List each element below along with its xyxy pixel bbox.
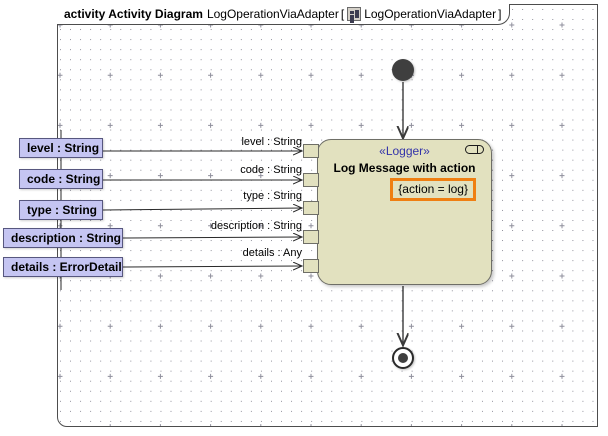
input-pin-type[interactable]	[303, 201, 319, 215]
param-box-details[interactable]: details : ErrorDetail	[3, 257, 123, 277]
activity-stereotype: «Logger»	[379, 144, 430, 158]
frame-diagram-name: LogOperationViaAdapter	[206, 7, 339, 21]
edge-label-type: type : String	[243, 190, 302, 202]
edge-label-description: description : String	[210, 220, 302, 232]
input-pin-details[interactable]	[303, 259, 319, 273]
initial-node[interactable]	[392, 59, 414, 81]
activity-name: Log Message with action	[333, 161, 476, 175]
input-pin-level[interactable]	[303, 144, 319, 158]
param-box-level[interactable]: level : String	[19, 138, 103, 158]
param-box-code[interactable]: code : String	[19, 169, 103, 189]
param-box-description[interactable]: description : String	[3, 228, 123, 248]
input-pin-code[interactable]	[303, 173, 319, 187]
frame-title-tab: activity Activity Diagram LogOperationVi…	[57, 4, 511, 25]
frame-bracket-open: [	[340, 7, 345, 21]
edge-label-code: code : String	[240, 164, 302, 176]
param-box-type[interactable]: type : String	[19, 200, 103, 220]
frame-keyword: activity Activity Diagram	[64, 7, 203, 21]
activity-node[interactable]: «Logger» Log Message with action {action…	[317, 139, 492, 285]
activity-constraint: {action = log}	[390, 178, 476, 201]
frame-inner-name: LogOperationViaAdapter	[364, 7, 497, 21]
edge-label-details: details : Any	[242, 247, 302, 259]
activity-diagram-icon	[347, 7, 362, 21]
frame-bracket-close: ]	[498, 7, 502, 21]
edge-label-level: level : String	[241, 136, 302, 148]
input-pin-description[interactable]	[303, 230, 319, 244]
activity-final-node[interactable]	[392, 347, 414, 369]
